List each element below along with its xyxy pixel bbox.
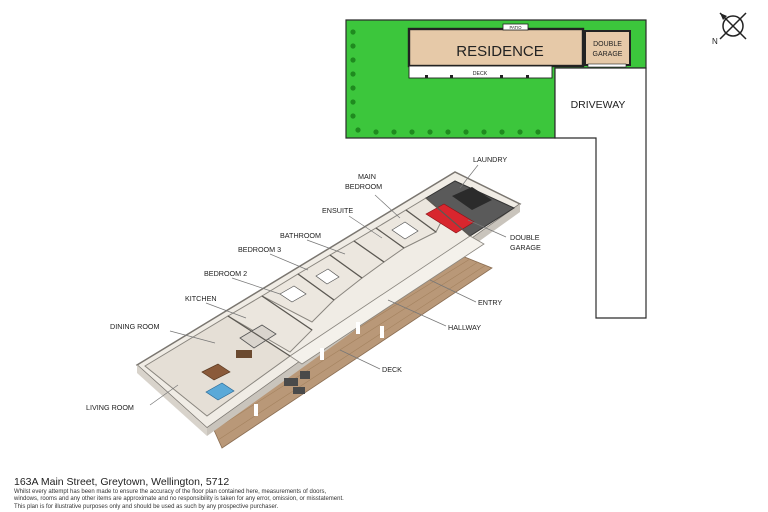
garage-label-2: GARAGE [510,243,541,252]
site-deck-label: DECK [473,71,488,77]
entry-label: ENTRY [478,298,502,307]
laundry-label: LAUNDRY [473,155,507,164]
site-garage-label-2: GARAGE [593,51,623,58]
bedroom2-label: BEDROOM 2 [204,269,247,278]
kitchen-label: KITCHEN [185,294,217,303]
bedroom3-label: BEDROOM 3 [238,245,281,254]
property-address: 163A Main Street, Greytown, Wellington, … [14,476,230,488]
outdoor-furniture [284,371,310,394]
disclaimer-line-1: Whilst every attempt has been made to en… [14,489,327,495]
site-double-garage [584,30,631,66]
patio [502,23,529,31]
bedroom2-bed [279,285,307,303]
garage-label-1: DOUBLE [510,233,540,242]
kitchen-bench [239,324,277,349]
north-label: N [712,37,718,46]
disclaimer-line-3: This plan is for illustrative purposes o… [14,503,279,510]
lounge-chair [205,382,235,401]
garage-car-dark [452,187,492,210]
hallway [289,235,485,365]
disclaimer: Whilst every attempt has been made to en… [14,489,434,511]
deck-posts [254,322,384,416]
ensuite-label: ENSUITE [322,206,353,215]
site-plan: RESIDENCE PATIO DECK DOUBLE GARAGE DRIVE… [345,19,647,319]
patio-label: PATIO [510,25,523,30]
driveway [554,67,647,319]
main-bedroom-label-1: MAIN [358,172,376,181]
room-labels: LAUNDRY MAIN BEDROOM ENSUITE BATHROOM BE… [86,155,541,412]
main-bedroom-bed [391,221,419,240]
disclaimer-line-2: windows, rooms and any other items are a… [14,496,344,503]
residence-deck [408,65,553,79]
hallway-label: HALLWAY [448,323,481,332]
hedge-shrubs [350,29,541,135]
sofa [201,363,231,381]
living-room-label: LIVING ROOM [86,403,134,412]
driveway-label: DRIVEWAY [571,99,626,111]
main-bedroom-label-2: BEDROOM [345,182,382,191]
site-garage-label-1: DOUBLE [593,41,622,48]
deck-label: DECK [382,365,402,374]
dining-table [236,350,252,358]
dining-room-label: DINING ROOM [110,322,160,331]
bathroom-label: BATHROOM [280,231,321,240]
floor-plan-3d [135,171,522,449]
north-compass-icon [719,12,747,40]
leader-lines [149,164,507,406]
residence-label: RESIDENCE [456,43,544,60]
bedroom3-bed [315,268,340,285]
